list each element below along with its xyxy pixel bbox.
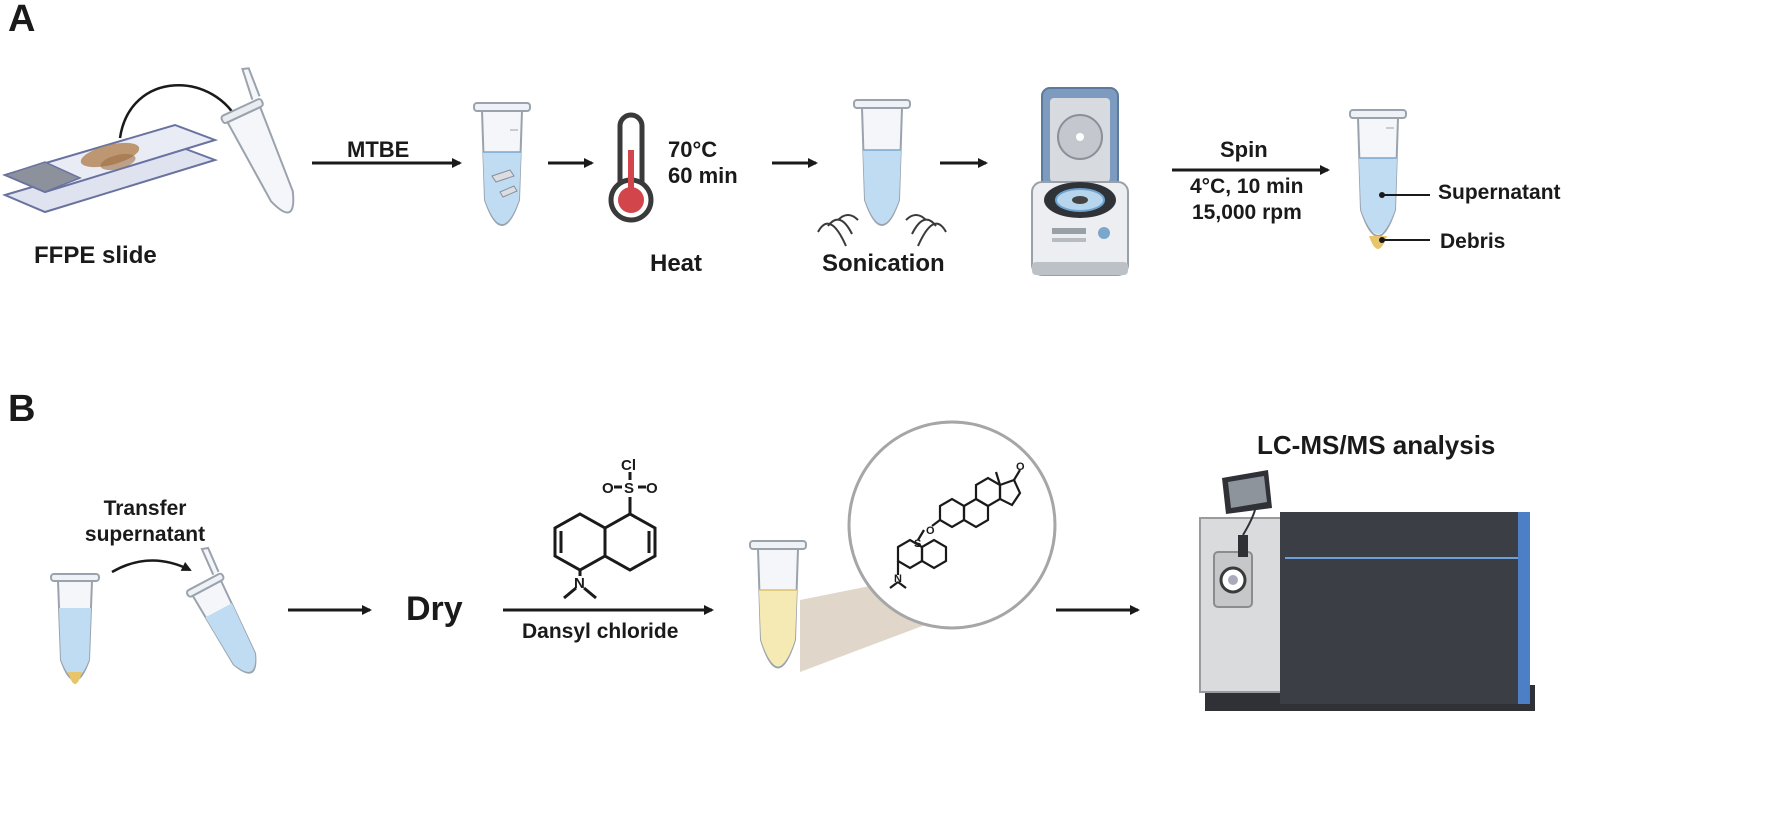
atom-cl: Cl — [621, 457, 636, 474]
debris-label: Debris — [1440, 230, 1506, 253]
zoom-atom-s: S — [914, 538, 921, 550]
ffpe-slide-icon — [2, 123, 219, 214]
supernatant-pointer — [1379, 192, 1430, 198]
transfer-curve-arrow-a — [118, 84, 242, 139]
spin-temp-time-label: 4°C, 10 min — [1190, 175, 1304, 198]
panel-b-letter: B — [8, 388, 36, 430]
panel-a-letter: A — [8, 0, 36, 40]
separated-tube-icon — [1349, 109, 1407, 249]
dry-label: Dry — [406, 590, 463, 628]
transfer-label-line2: supernatant — [84, 523, 206, 546]
atom-n: N — [574, 575, 585, 592]
supernatant-label: Supernatant — [1438, 181, 1561, 204]
ffpe-slide-label: FFPE slide — [34, 242, 157, 269]
heat-temp-label: 70°C — [668, 137, 718, 162]
thermometer-icon — [608, 112, 654, 223]
lc-ms-analysis-label: LC-MS/MS analysis — [1257, 430, 1496, 460]
atom-s: S — [624, 480, 634, 497]
empty-tube-icon — [220, 67, 295, 214]
zoom-atom-keto-o: O — [1016, 461, 1025, 473]
receiving-tube-icon — [185, 546, 257, 674]
sonication-tube-icon — [853, 99, 911, 226]
zoom-atom-o: O — [926, 525, 935, 537]
dansyl-chloride-label: Dansyl chloride — [522, 620, 679, 643]
transfer-label-line1: Transfer — [103, 497, 187, 520]
spin-label: Spin — [1220, 137, 1268, 162]
sonication-label: Sonication — [822, 250, 945, 277]
heat-label: Heat — [650, 250, 703, 277]
debris-pointer — [1379, 237, 1430, 243]
sound-waves-icon — [817, 214, 947, 247]
dansyl-chloride-structure-icon — [553, 472, 657, 600]
derivatized-tube-icon — [749, 540, 807, 669]
zoom-circle: O S O N — [847, 420, 1057, 630]
atom-o-right: O — [646, 480, 658, 497]
zoom-atom-n: N — [894, 573, 902, 585]
lc-ms-instrument-icon — [1199, 470, 1535, 711]
supernatant-tube-icon — [50, 573, 100, 684]
tube-with-tissue-icon — [473, 102, 531, 226]
spin-speed-label: 15,000 rpm — [1192, 201, 1302, 224]
centrifuge-icon — [1031, 87, 1129, 276]
transfer-curve-arrow-b — [111, 559, 192, 574]
mtbe-label: MTBE — [347, 137, 410, 162]
atom-o-left: O — [602, 480, 614, 497]
heat-time-label: 60 min — [668, 163, 738, 188]
